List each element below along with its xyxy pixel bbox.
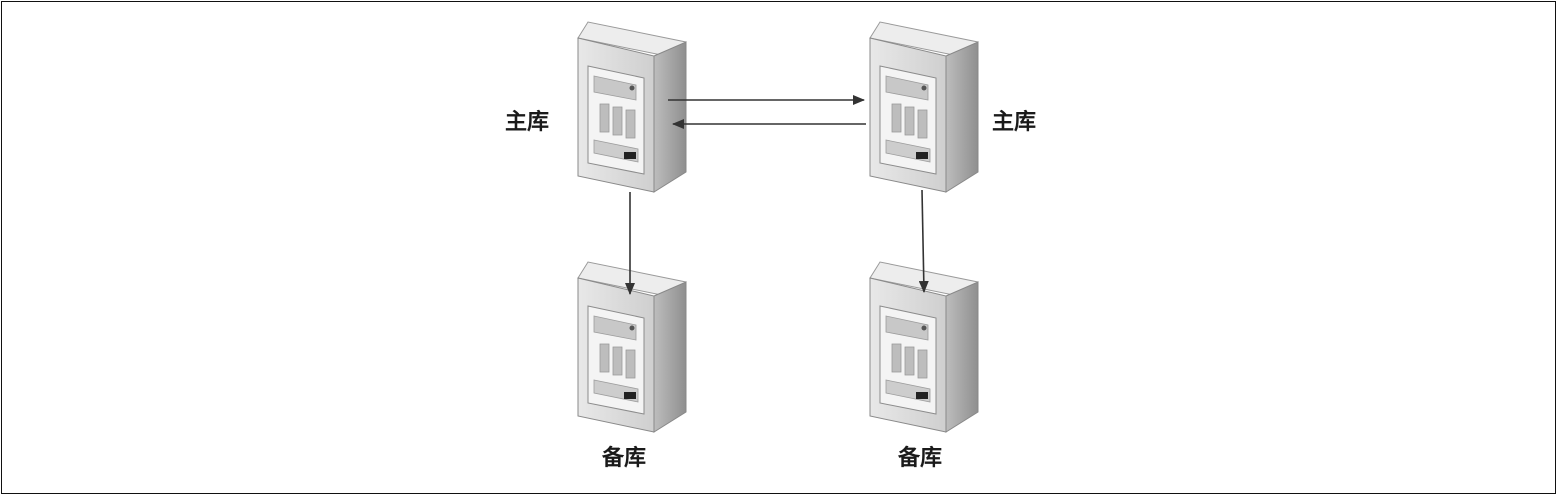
slave-left-server-icon bbox=[577, 261, 687, 433]
slave-right-label: 备库 bbox=[898, 446, 943, 471]
master-right-label: 主库 bbox=[992, 110, 1037, 135]
slave-left-label: 备库 bbox=[602, 446, 647, 471]
arrow-master-right-to-slave-right bbox=[918, 189, 929, 293]
master-left-server-icon bbox=[577, 21, 687, 193]
master-left-label: 主库 bbox=[505, 110, 550, 135]
master-right-server-icon bbox=[869, 21, 979, 193]
